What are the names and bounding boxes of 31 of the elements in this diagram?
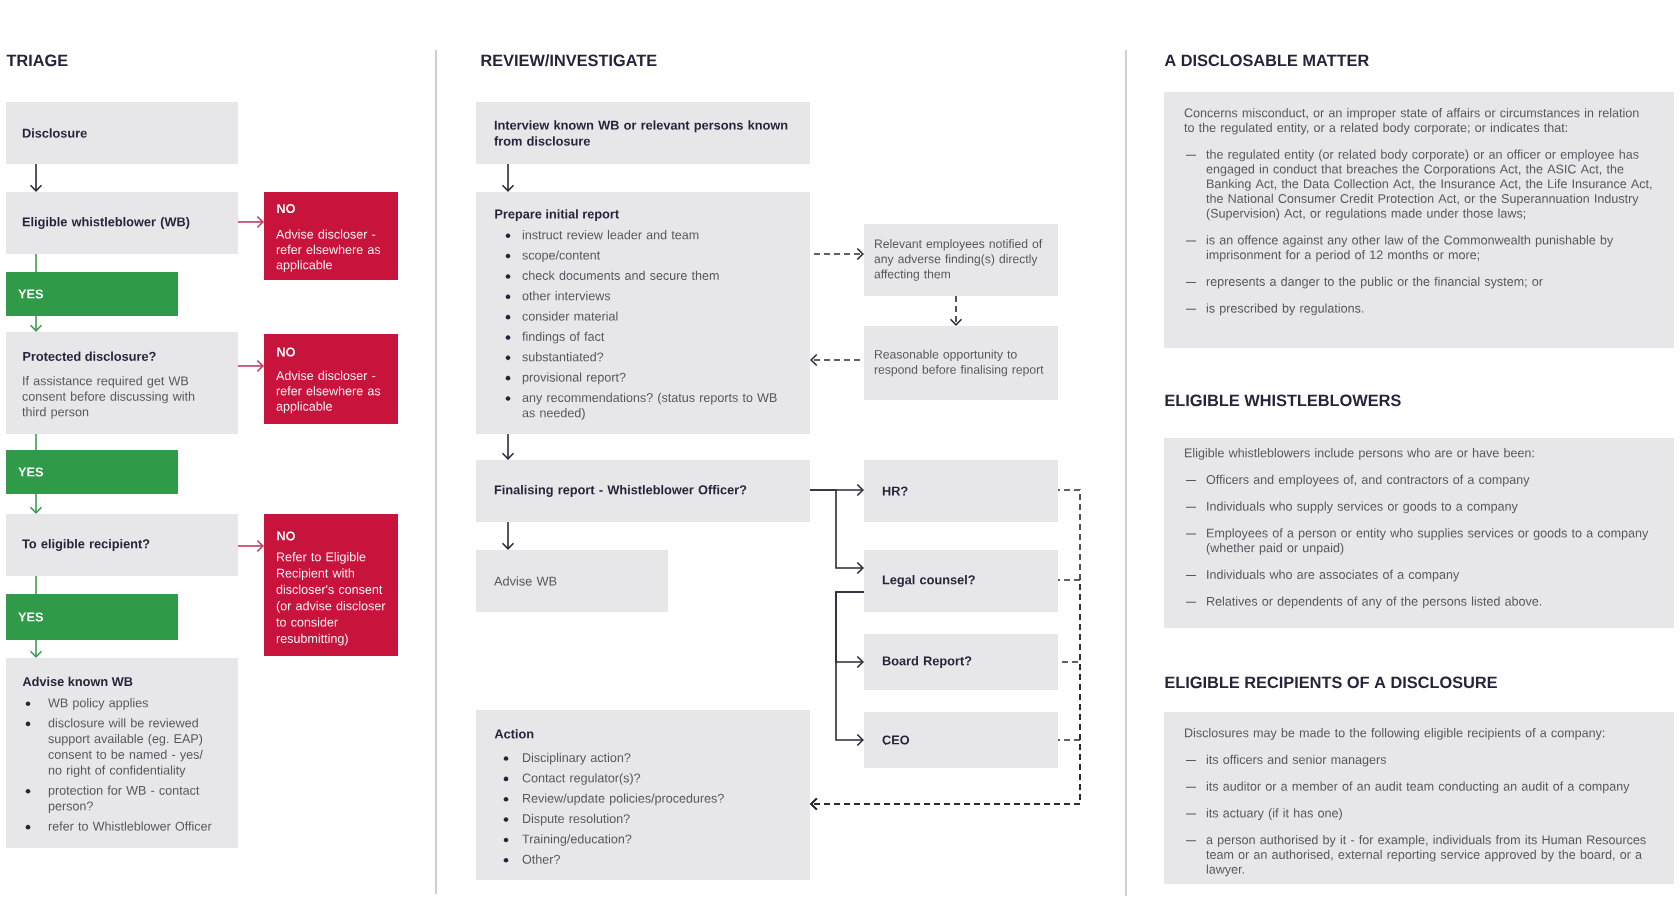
process-box	[476, 191, 810, 434]
arrow	[501, 163, 515, 192]
process-box	[476, 709, 810, 880]
arrow	[29, 315, 43, 332]
arrow	[237, 359, 265, 373]
arrow	[29, 493, 43, 514]
arrow	[29, 163, 43, 192]
section-heading: ELIGIBLE WHISTLEBLOWERS	[1165, 394, 1401, 407]
column-heading: TRIAGE	[6, 54, 68, 67]
process-box	[6, 331, 238, 434]
dashed-arrow	[949, 295, 963, 326]
arrow	[237, 539, 265, 553]
section-heading: A DISCLOSABLE MATTER	[1164, 54, 1369, 67]
process-box	[6, 657, 238, 848]
arrow	[237, 215, 265, 229]
arrow	[835, 591, 865, 747]
outcome-box	[264, 333, 398, 424]
connector-line	[35, 433, 37, 451]
column-heading: REVIEW/INVESTIGATE	[481, 54, 657, 67]
dashed-arrow	[810, 739, 1081, 811]
section-heading: ELIGIBLE RECIPIENTS OF A DISCLOSURE	[1165, 676, 1497, 689]
dashed-arrow	[809, 247, 864, 261]
dashed-arrow	[810, 353, 865, 367]
connector-line	[35, 575, 37, 595]
arrow	[501, 521, 515, 550]
arrow	[29, 639, 43, 658]
arrow	[501, 433, 515, 460]
arrow	[809, 489, 864, 575]
connector-line	[35, 253, 37, 273]
outcome-box	[264, 191, 398, 280]
outcome-box	[264, 513, 398, 656]
